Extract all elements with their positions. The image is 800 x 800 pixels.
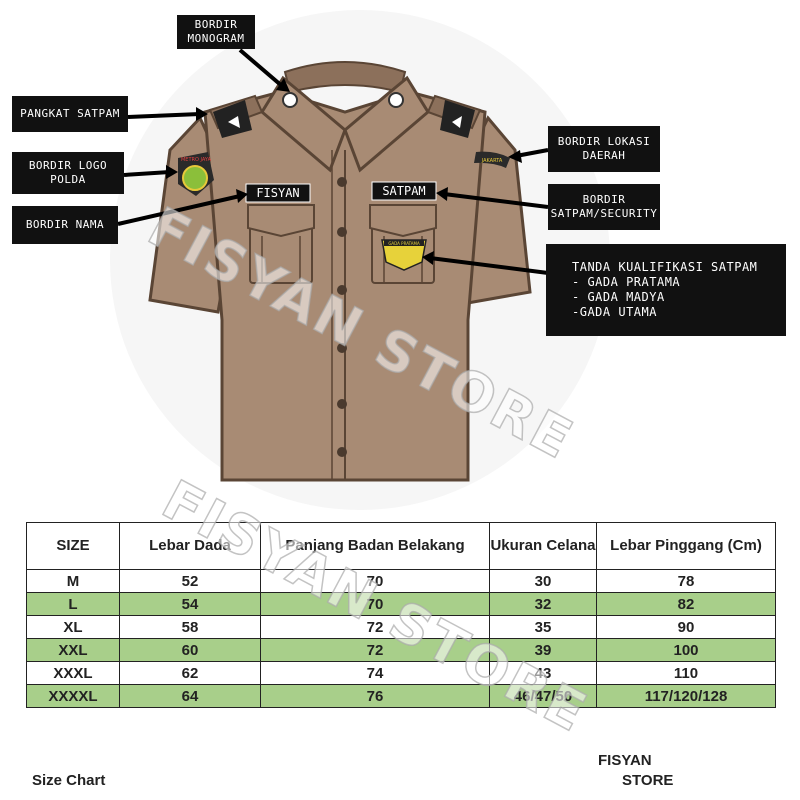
- table-row: L 54 70 32 82: [26, 592, 776, 616]
- footer-size-chart: Size Chart: [32, 772, 106, 789]
- table-cell: 60: [119, 638, 261, 662]
- table-cell: 70: [260, 569, 490, 593]
- polda-emblem: [182, 165, 208, 191]
- callout-satpam-security: BORDIR SATPAM/SECURITY: [548, 184, 660, 230]
- table-cell: 72: [260, 615, 490, 639]
- buttons: [337, 177, 347, 457]
- table-cell: 54: [119, 592, 261, 616]
- table-cell: 76: [260, 684, 490, 708]
- table-cell: 82: [596, 592, 776, 616]
- callout-monogram: BORDIR MONOGRAM: [177, 15, 255, 49]
- table-cell: XXXL: [26, 661, 120, 685]
- table-header-row: SIZE Lebar Dada Panjang Badan Belakang U…: [26, 522, 776, 570]
- button: [337, 399, 347, 409]
- monogram-left: [282, 92, 298, 108]
- name-tag-right-bg: [371, 181, 437, 201]
- button: [337, 227, 347, 237]
- header-lebar-dada: Lebar Dada: [119, 522, 261, 570]
- table-cell: 100: [596, 638, 776, 662]
- kualifikasi-badge-label: GADA PRATAMA: [388, 241, 420, 246]
- pangkat-left-chevron: [228, 116, 240, 128]
- table-cell: 64: [119, 684, 261, 708]
- table-cell: 35: [489, 615, 597, 639]
- arrow-head-satpam: [436, 187, 448, 201]
- table-cell: 32: [489, 592, 597, 616]
- table-cell: 117/120/128: [596, 684, 776, 708]
- arrow-head-nama: [236, 189, 248, 203]
- callout-lokasi: BORDIR LOKASI DAERAH: [548, 126, 660, 172]
- pangkat-right-chevron: [452, 116, 462, 128]
- arrow-head-pangkat: [196, 107, 208, 121]
- arrow-head-monogram: [276, 78, 290, 92]
- button: [337, 177, 347, 187]
- button: [337, 285, 347, 295]
- table-cell: 110: [596, 661, 776, 685]
- right-pocket-flap: [369, 204, 437, 238]
- monogram-right: [388, 92, 404, 108]
- table-cell: 90: [596, 615, 776, 639]
- table-cell: 39: [489, 638, 597, 662]
- arrow-monogram: [238, 48, 284, 88]
- callout-nama: BORDIR NAMA: [12, 206, 118, 244]
- collar-right: [343, 75, 430, 173]
- header-panjang-badan: Panjang Badan Belakang: [260, 522, 490, 570]
- table-cell: XXXXL: [26, 684, 120, 708]
- callout-kualifikasi: TANDA KUALIFIKASI SATPAM - GADA PRATAMA …: [546, 244, 786, 336]
- table-cell: 62: [119, 661, 261, 685]
- region-patch: [474, 151, 510, 168]
- pangkat-left-patch: [213, 100, 252, 138]
- button: [337, 343, 347, 353]
- table-cell: XXL: [26, 638, 120, 662]
- arrow-head-lokasi: [508, 150, 522, 163]
- button: [337, 447, 347, 457]
- arrow-kualifikasi: [429, 256, 549, 275]
- name-tag-left: FISYAN: [256, 186, 299, 200]
- table-cell: 74: [260, 661, 490, 685]
- table-row: M 52 70 30 78: [26, 569, 776, 593]
- table-cell: 58: [119, 615, 261, 639]
- header-size: SIZE: [26, 522, 120, 570]
- shirt-illustration: FISYAN SATPAM METRO JAYA JAKARTA GADA PR…: [117, 48, 549, 482]
- callout-pangkat: PANGKAT SATPAM: [12, 96, 128, 132]
- arrow-pangkat: [127, 112, 201, 119]
- header-ukuran-celana: Ukuran Celana: [489, 522, 597, 570]
- table-cell: 52: [119, 569, 261, 593]
- table-cell: 46/47/50: [489, 684, 597, 708]
- arrow-heads: [166, 78, 522, 265]
- arrow-satpam: [443, 192, 549, 209]
- table-cell: 30: [489, 569, 597, 593]
- kualifikasi-badge-band: [384, 240, 424, 246]
- callout-arrows: [117, 48, 549, 275]
- arrow-head-logo: [166, 165, 178, 179]
- size-chart-table: SIZE Lebar Dada Panjang Badan Belakang U…: [26, 522, 776, 708]
- name-tag-left-bg: [245, 183, 311, 203]
- table-cell: 43: [489, 661, 597, 685]
- polda-label: METRO JAYA: [181, 157, 212, 163]
- table-cell: 70: [260, 592, 490, 616]
- footer-store-line1: FISYAN: [598, 752, 652, 769]
- left-pocket-flap: [247, 204, 315, 238]
- table-row: XL 58 72 35 90: [26, 615, 776, 639]
- callout-logo-polda: BORDIR LOGO POLDA: [12, 152, 124, 194]
- table-cell: 78: [596, 569, 776, 593]
- arrow-head-kualifikasi: [422, 251, 434, 265]
- arrow-nama: [117, 194, 241, 226]
- footer-store-line2: STORE: [622, 772, 674, 789]
- header-lebar-pinggang: Lebar Pinggang (Cm): [596, 522, 776, 570]
- arrow-logo: [123, 170, 171, 177]
- table-cell: L: [26, 592, 120, 616]
- table-row: XXL 60 72 39 100: [26, 638, 776, 662]
- arrow-lokasi: [515, 148, 549, 158]
- table-cell: M: [26, 569, 120, 593]
- table-cell: 72: [260, 638, 490, 662]
- table-row: XXXL 62 74 43 110: [26, 661, 776, 685]
- region-label: JAKARTA: [481, 158, 503, 164]
- name-tag-right: SATPAM: [382, 184, 425, 198]
- table-cell: XL: [26, 615, 120, 639]
- table-row: XXXXL 64 76 46/47/50 117/120/128: [26, 684, 776, 708]
